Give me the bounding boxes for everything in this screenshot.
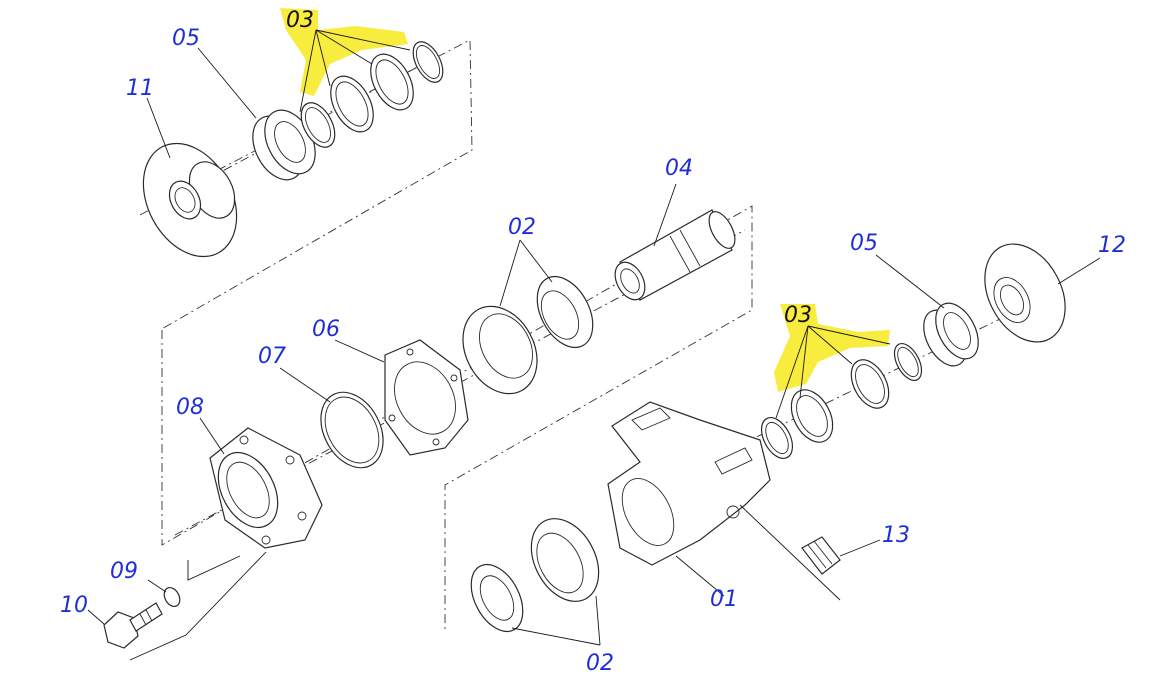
part-10-bolt — [103, 602, 163, 649]
part-02-bottom-bearing — [470, 518, 600, 633]
part-05-right-bushing — [923, 302, 979, 367]
callout-11: 11 — [126, 76, 154, 101]
highlight-03-top — [280, 8, 408, 96]
callout-03-top: 03 — [286, 8, 314, 33]
callout-05-right: 05 — [850, 231, 878, 256]
callout-10: 10 — [60, 593, 88, 618]
part-12-flange — [984, 243, 1066, 343]
callout-13: 13 — [882, 523, 910, 548]
callout-12: 12 — [1098, 233, 1126, 258]
part-02-middle-bearing — [462, 276, 594, 395]
callout-06: 06 — [312, 317, 340, 342]
callout-09: 09 — [110, 559, 138, 584]
axis-middle-frame — [161, 205, 753, 630]
part-01-housing — [607, 401, 771, 566]
part-03-top-rings — [300, 41, 444, 148]
part-13-plug — [801, 536, 841, 575]
callout-04: 04 — [665, 156, 693, 181]
callout-05-top: 05 — [172, 26, 200, 51]
callout-02-bottom: 02 — [586, 651, 614, 676]
part-06-gasket — [384, 339, 469, 456]
part-04-shaft — [614, 209, 736, 301]
callout-02-middle: 02 — [508, 215, 536, 240]
part-08-cover — [209, 427, 323, 549]
part-03-right-rings — [760, 343, 923, 459]
callout-07: 07 — [258, 344, 286, 369]
axis-top-right-frame — [149, 39, 473, 331]
part-11-flange — [142, 142, 238, 258]
leader-lines — [87, 29, 1101, 661]
callout-08: 08 — [176, 395, 204, 420]
part-09-washer — [163, 586, 181, 608]
callout-03-right: 03 — [784, 303, 812, 328]
callout-01: 01 — [710, 587, 738, 612]
part-07-oring — [320, 391, 384, 469]
